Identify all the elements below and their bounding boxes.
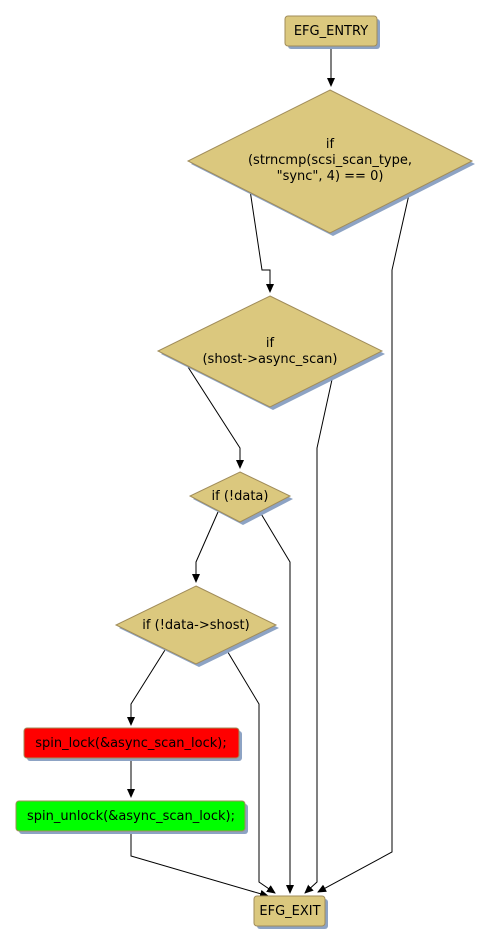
edge-data-shost-to-exit: [225, 648, 276, 894]
decision-data-label: if (!data): [212, 489, 269, 504]
decision-scan-type-line-3: "sync", 4) == 0): [277, 169, 384, 184]
exit-node: EFG_EXIT: [253, 895, 328, 929]
edge-scan-type-to-exit: [317, 189, 411, 893]
edge-data-to-data-shost: [192, 511, 219, 583]
decision-data: if (!data): [188, 471, 293, 525]
entry-label: EFG_ENTRY: [294, 24, 368, 39]
decision-data-shost: if (!data->shost): [114, 585, 279, 667]
entry-node: EFG_ENTRY: [284, 15, 380, 49]
edge-async-scan-to-data: [187, 366, 244, 469]
edge-async-scan-to-exit: [304, 374, 334, 894]
decision-scan-type: if (strncmp(scsi_scan_type, "sync", 4) =…: [186, 89, 475, 236]
edge-spin-unlock-to-exit: [130, 831, 269, 898]
exit-label: EFG_EXIT: [259, 904, 320, 919]
decision-async-scan-line-1: if: [266, 336, 275, 351]
decision-data-shost-label: if (!data->shost): [142, 618, 249, 633]
edge-data-shost-to-spin-lock: [127, 649, 166, 726]
decision-scan-type-line-1: if: [326, 137, 335, 152]
decision-scan-type-line-2: (strncmp(scsi_scan_type,: [248, 153, 412, 168]
decision-async-scan: if (shost->async_scan): [156, 295, 385, 410]
edges: [127, 46, 411, 898]
spin-unlock-node: spin_unlock(&async_scan_lock);: [15, 800, 248, 834]
spin-unlock-label: spin_unlock(&async_scan_lock);: [27, 809, 235, 824]
edge-data-to-exit: [259, 511, 294, 894]
spin-lock-node: spin_lock(&async_scan_lock);: [23, 727, 242, 761]
decision-async-scan-line-2: (shost->async_scan): [202, 352, 337, 367]
edge-scan-type-to-async-scan: [249, 189, 274, 293]
spin-lock-label: spin_lock(&async_scan_lock);: [35, 736, 226, 751]
